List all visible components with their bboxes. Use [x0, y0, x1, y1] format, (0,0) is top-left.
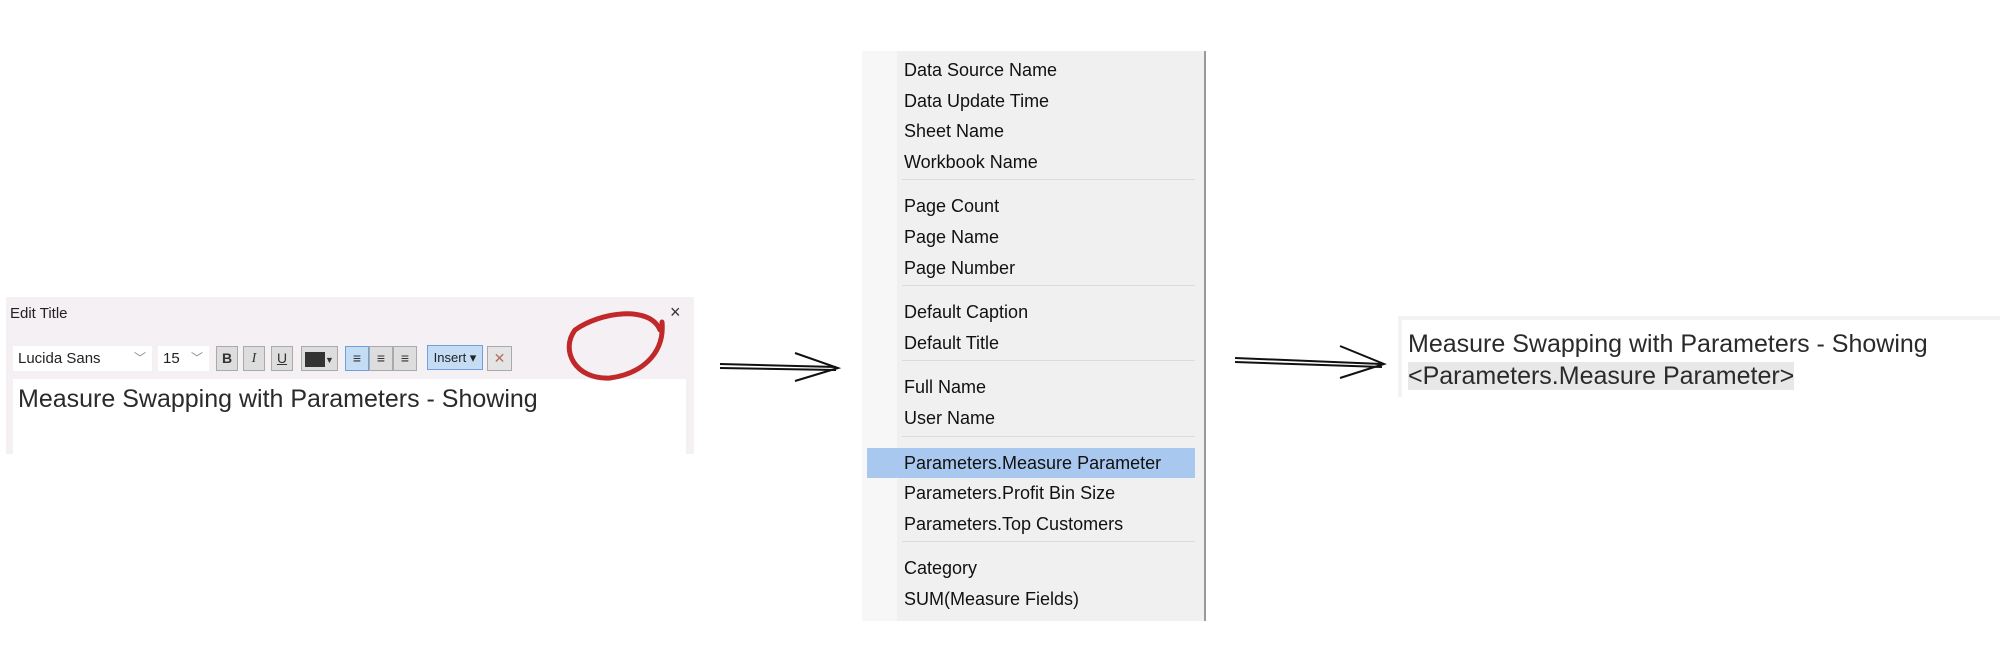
align-center-button[interactable]: ≡	[369, 346, 393, 371]
menu-item[interactable]: Default Caption	[904, 302, 1029, 323]
title-editor[interactable]: Measure Swapping with Parameters - Showi…	[13, 379, 686, 454]
underline-button[interactable]: U	[271, 346, 293, 371]
align-right-button[interactable]: ≡	[393, 346, 417, 371]
arrow-icon	[1234, 345, 1387, 379]
italic-button[interactable]: I	[243, 346, 265, 371]
menu-separator	[902, 285, 1195, 287]
text-color-button[interactable]: ▼	[301, 346, 338, 371]
menu-item[interactable]: Parameters.Profit Bin Size	[904, 483, 1116, 504]
font-value: Lucida Sans	[18, 350, 101, 367]
size-select[interactable]: 15 ﹀	[158, 346, 209, 371]
menu-item[interactable]: Workbook Name	[904, 151, 1038, 172]
title-text: Measure Swapping with Parameters - Showi…	[18, 385, 538, 413]
parameter-token: <Parameters.Measure Parameter>	[1408, 362, 1795, 390]
menu-separator	[902, 435, 1195, 437]
clear-icon[interactable]: ✕	[487, 346, 512, 371]
menu-item[interactable]: Data Update Time	[904, 90, 1050, 111]
arrow-icon	[719, 352, 842, 382]
chevron-down-icon: ﹀	[133, 351, 146, 365]
red-circle-annotation	[566, 311, 665, 381]
dropdown-arrow-icon: ▼	[325, 355, 334, 365]
insert-button[interactable]: Insert ▾	[427, 345, 483, 370]
menu-item[interactable]: Page Name	[904, 227, 1000, 247]
dialog-title: Edit Title	[10, 305, 68, 322]
menu-gutter	[862, 51, 897, 621]
menu-item[interactable]: Data Source Name	[904, 60, 1058, 80]
bold-button[interactable]: B	[216, 346, 238, 371]
menu-item[interactable]: SUM(Measure Fields)	[904, 589, 1080, 609]
menu-item[interactable]: Page Number	[904, 257, 1016, 278]
result-line-1: Measure Swapping with Parameters - Showi…	[1408, 330, 1928, 358]
menu-item[interactable]: Full Name	[904, 377, 987, 398]
chevron-down-icon: ﹀	[190, 351, 203, 365]
align-left-button[interactable]: ≡	[345, 346, 369, 371]
menu-item[interactable]: Sheet Name	[904, 121, 1005, 142]
menu-item[interactable]: Page Count	[904, 196, 1000, 217]
result-line-2: <Parameters.Measure Parameter>	[1408, 362, 1795, 391]
color-swatch	[305, 351, 326, 367]
result-title: Measure Swapping with Parameters - Showi…	[1398, 316, 2000, 397]
menu-item[interactable]: Category	[904, 558, 978, 579]
edit-title-dialog: Edit Title × Lucida Sans﹀ 15﹀ B I U ▼ ≡ …	[6, 297, 694, 454]
menu-separator	[902, 360, 1195, 362]
menu-separator	[902, 179, 1195, 181]
menu-item[interactable]: Default Title	[904, 332, 1000, 353]
menu-item[interactable]: Parameters.Top Customers	[904, 513, 1124, 534]
menu-item[interactable]: User Name	[904, 408, 996, 428]
menu-item[interactable]: Parameters.Measure Parameter	[867, 447, 1195, 478]
size-value: 15	[163, 350, 180, 367]
close-icon[interactable]: ×	[670, 302, 681, 322]
font-select[interactable]: Lucida Sans ﹀	[13, 346, 152, 371]
menu-separator	[902, 541, 1195, 543]
